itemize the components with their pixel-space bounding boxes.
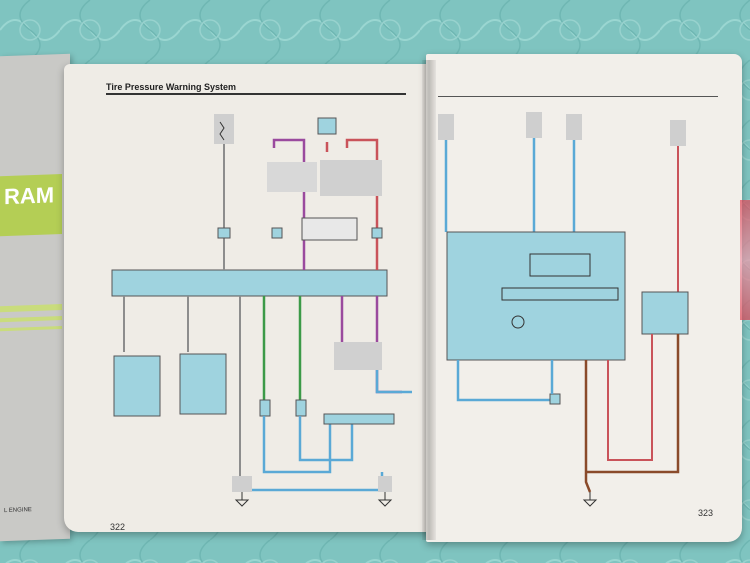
wiring-diagram-left	[111, 114, 412, 507]
wiring-diagram-right	[438, 112, 689, 507]
wire-blue	[456, 360, 552, 402]
right-header-rule	[438, 96, 718, 97]
connector-small	[549, 393, 561, 405]
relay	[334, 342, 382, 370]
fuse	[526, 112, 542, 138]
right-page-number: 323	[698, 508, 714, 518]
module-box	[641, 291, 689, 335]
connector-box	[317, 117, 337, 135]
connector-strip	[323, 413, 395, 425]
fuse	[670, 120, 686, 146]
relay	[320, 160, 382, 196]
component	[301, 217, 358, 241]
title-rule	[106, 93, 406, 95]
connector-small	[371, 227, 383, 239]
fuse-block	[214, 114, 234, 144]
fuse	[566, 114, 582, 140]
wire-blue	[375, 370, 412, 394]
relay	[267, 162, 317, 192]
booklet-stripe	[0, 304, 62, 313]
booklet-small-text: L ENGINE	[4, 507, 32, 515]
ground-symbol	[582, 492, 598, 507]
wire-blue	[298, 416, 354, 462]
ground-symbol	[234, 492, 250, 507]
page-title: Tire Pressure Warning System	[106, 82, 237, 92]
fuse	[438, 114, 454, 140]
wire-brown	[584, 360, 592, 493]
book-gutter	[422, 60, 436, 540]
wire-red	[607, 334, 653, 461]
instrument-cluster	[446, 231, 626, 361]
ground-symbol	[377, 492, 393, 507]
sensor-box	[179, 353, 227, 415]
wire-blue	[262, 416, 332, 474]
ground-connector	[378, 476, 392, 492]
wire-purple	[272, 138, 306, 270]
tpms-module	[111, 269, 388, 297]
background-fabric-edge	[740, 200, 750, 320]
ground-connector	[232, 476, 252, 492]
closed-booklet: RAM L ENGINE	[0, 53, 70, 542]
wire-red	[325, 138, 379, 270]
connector-small	[271, 227, 283, 239]
left-page	[64, 64, 434, 532]
sensor-box	[113, 355, 161, 417]
wire-brown	[586, 334, 680, 474]
lamp-symbol	[511, 315, 525, 329]
cluster-sub-block	[529, 253, 591, 277]
booklet-stripe	[0, 326, 62, 332]
open-service-manual: Tire Pressure Warning System 322 323	[62, 52, 750, 544]
connector-small	[217, 227, 231, 239]
booklet-spine-text: RAM	[4, 182, 55, 210]
cluster-sub-block	[501, 287, 619, 301]
booklet-stripe	[0, 316, 62, 323]
left-page-number: 322	[110, 522, 126, 532]
